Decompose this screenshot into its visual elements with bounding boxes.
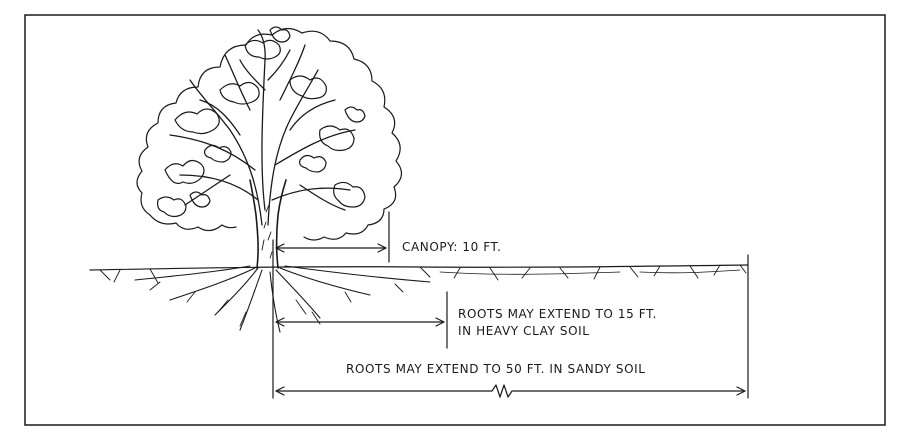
clay-arrowhead-left [275,317,285,327]
tree-illustration [89,26,749,333]
sandy-arrowhead-left [275,386,285,396]
diagram-frame [24,14,886,426]
sandy-label: ROOTS MAY EXTEND TO 50 FT. IN SANDY SOIL [346,362,646,376]
clay-label-line1: ROOTS MAY EXTEND TO 15 FT. [458,307,657,321]
ground-line [89,264,749,284]
dimension-lines [272,211,749,399]
tree-branches [169,29,356,226]
canopy-label: CANOPY: 10 FT. [402,240,501,254]
clay-arrowhead-right [435,317,445,327]
sandy-extent-line [275,384,746,398]
tree-trunk [249,179,287,269]
clay-label-line2: IN HEAVY CLAY SOIL [458,324,590,338]
canopy-arrowhead-right [377,243,387,253]
canopy-arrowhead-left [275,243,285,253]
sandy-arrowhead-right [736,386,746,396]
